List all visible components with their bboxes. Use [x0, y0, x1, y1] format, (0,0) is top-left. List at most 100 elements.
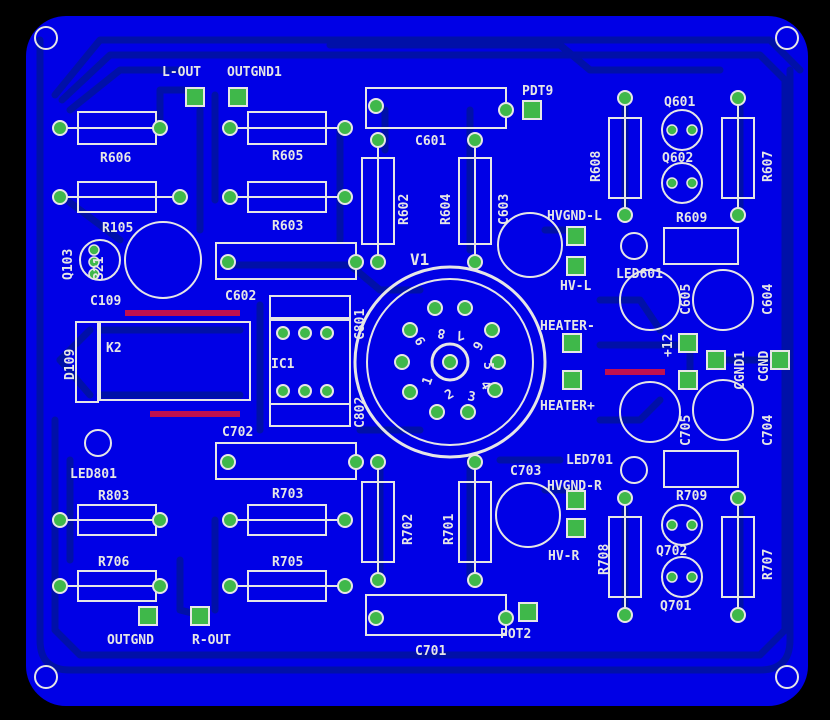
square-pad	[138, 606, 158, 626]
label-c602: C602	[225, 289, 256, 304]
pad	[487, 382, 503, 398]
pad	[427, 300, 443, 316]
square-pad	[566, 490, 586, 510]
label-pdt9: PDT9	[522, 84, 553, 99]
mounting-holes	[34, 26, 799, 689]
label-r606: R606	[100, 151, 131, 166]
tube-socket-v1	[353, 265, 547, 459]
pad	[498, 610, 514, 626]
label-q602: Q602	[662, 151, 693, 166]
label-r605: R605	[272, 149, 303, 164]
label-hv-r: HV-R	[548, 549, 579, 564]
label-c703: C703	[510, 464, 541, 479]
transistor-pad	[666, 519, 678, 531]
jumper-wires	[125, 310, 665, 417]
square-pad	[706, 350, 726, 370]
label-r701: R701	[442, 514, 457, 545]
transistor-pad	[686, 571, 698, 583]
label-c701: C701	[415, 644, 446, 659]
label-r706: R706	[98, 555, 129, 570]
pad	[617, 207, 633, 223]
label-r705: R705	[272, 555, 303, 570]
pad	[52, 189, 68, 205]
transistor-pad	[666, 124, 678, 136]
pad	[222, 512, 238, 528]
label-c705: C705	[679, 415, 694, 446]
pad	[467, 572, 483, 588]
label-heater-plus: HEATER+	[540, 399, 595, 414]
tube-pin-8: 8	[436, 325, 446, 341]
label-c702: C702	[222, 425, 253, 440]
pad	[460, 404, 476, 420]
label-c109: C109	[90, 294, 121, 309]
pad	[490, 354, 506, 370]
ic-pad	[298, 326, 312, 340]
transistor-pad	[88, 244, 100, 256]
label-r603: R603	[272, 219, 303, 234]
resistors-vertical	[361, 98, 755, 615]
square-pad	[566, 256, 586, 276]
pad	[368, 98, 384, 114]
label-q103-pins: 321	[92, 256, 107, 280]
label-c605: C605	[679, 284, 694, 315]
transistors-and-leds	[79, 109, 739, 598]
pad	[429, 404, 445, 420]
transistor-pad	[686, 519, 698, 531]
label-hvgnd-l: HVGND-L	[547, 209, 602, 224]
tube-pin-3: 3	[466, 389, 476, 405]
square-pad	[770, 350, 790, 370]
label-q601: Q601	[664, 95, 695, 110]
transistor-pad	[686, 124, 698, 136]
square-pad	[518, 602, 538, 622]
component-pads	[52, 87, 790, 626]
pad	[730, 90, 746, 106]
pad	[370, 454, 386, 470]
pad	[172, 189, 188, 205]
pad	[402, 384, 418, 400]
label-r707: R707	[761, 549, 776, 580]
pad	[467, 254, 483, 270]
label-plus12: +12	[661, 334, 676, 357]
label-r703: R703	[272, 487, 303, 502]
label-d109: D109	[63, 349, 78, 380]
square-pad	[678, 370, 698, 390]
label-r702: R702	[401, 514, 416, 545]
pad	[394, 354, 410, 370]
label-c603: C603	[497, 194, 512, 225]
pad	[222, 189, 238, 205]
pad	[348, 254, 364, 270]
label-outgnd1: OUTGND1	[227, 65, 282, 80]
label-k2: K2	[106, 341, 122, 356]
square-pad	[190, 606, 210, 626]
label-q702: Q702	[656, 544, 687, 559]
square-pad	[185, 87, 205, 107]
pad	[617, 90, 633, 106]
pad	[220, 254, 236, 270]
label-r708: R708	[597, 544, 612, 575]
pad	[52, 512, 68, 528]
pad	[337, 120, 353, 136]
label-r608: R608	[589, 151, 604, 182]
pad	[337, 189, 353, 205]
label-c601: C601	[415, 134, 446, 149]
transistor-pad	[666, 571, 678, 583]
pad	[152, 120, 168, 136]
pad	[152, 512, 168, 528]
ic-pad	[298, 384, 312, 398]
copper-pour	[26, 16, 808, 706]
transistor-pad	[88, 268, 100, 280]
square-pad	[562, 370, 582, 390]
pad	[152, 578, 168, 594]
label-r803: R803	[98, 489, 129, 504]
pad	[370, 254, 386, 270]
pad	[467, 132, 483, 148]
label-cgnd: CGND	[757, 351, 772, 382]
label-outgnd: OUTGND	[107, 633, 154, 648]
label-r604: R604	[439, 194, 454, 225]
pad	[617, 607, 633, 623]
label-heater-minus: HEATER-	[540, 319, 595, 334]
square-pad	[522, 100, 542, 120]
transistor-pad	[686, 177, 698, 189]
pad	[402, 322, 418, 338]
